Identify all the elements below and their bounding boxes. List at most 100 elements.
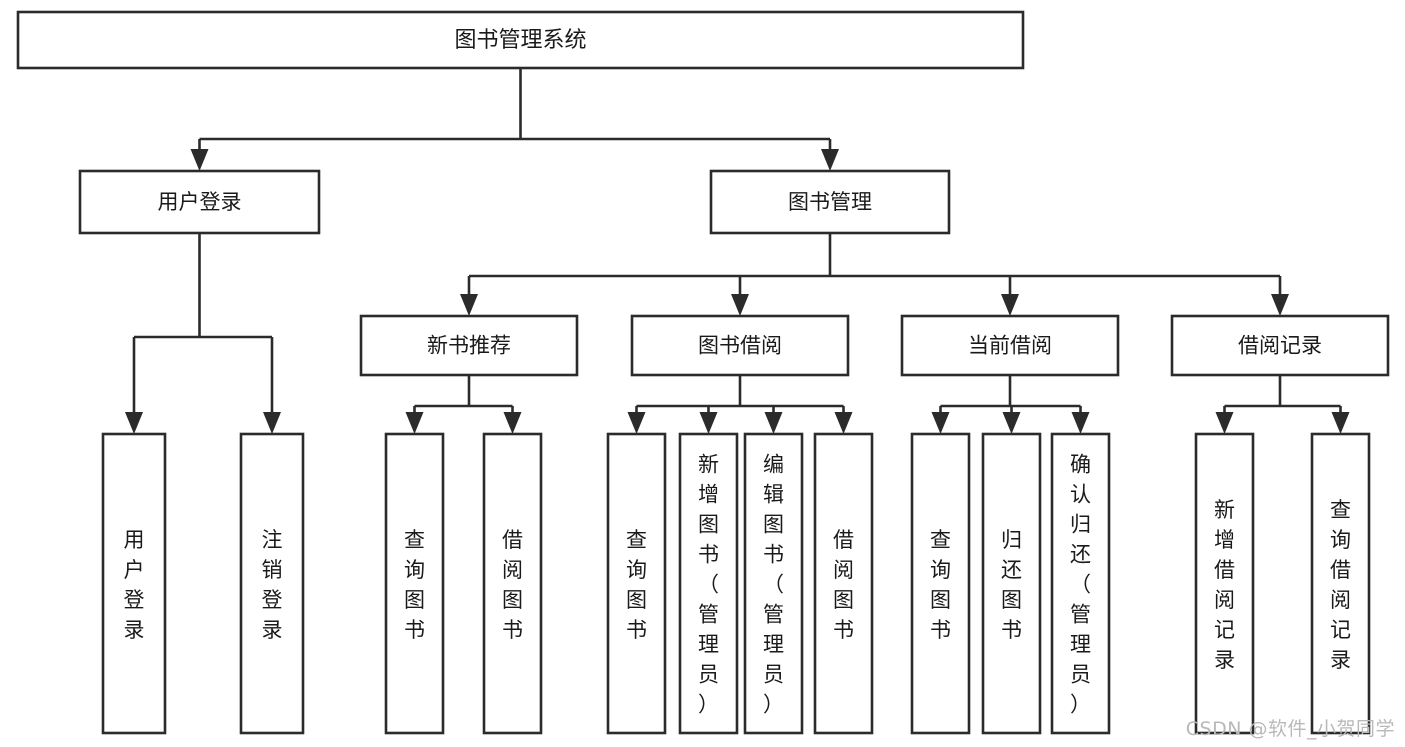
node-label-char: （ [698, 572, 719, 596]
node-label-char: 书 [502, 618, 523, 642]
node-box [910, 432, 971, 735]
node-label-char: 书 [626, 618, 647, 642]
node-box [101, 432, 167, 735]
node-box [1194, 432, 1255, 735]
node-box [239, 432, 305, 735]
node-label-char: 记 [1214, 618, 1235, 642]
node-label: 图书管理 [788, 190, 872, 214]
node-box [678, 432, 739, 735]
node-box [1310, 432, 1371, 735]
edge-arrowhead [1001, 294, 1019, 316]
node-box [1170, 314, 1390, 377]
node-box [1050, 432, 1111, 735]
node-user-login[interactable]: 用户登录 [78, 169, 321, 235]
edge-arrowhead [764, 412, 783, 434]
node-label-char: 图 [763, 512, 784, 536]
node-label-char: 员 [1070, 662, 1091, 686]
node-root[interactable]: 图书管理系统 [16, 10, 1025, 70]
node-label-char: ） [698, 692, 719, 716]
node-label-char: 阅 [1330, 588, 1351, 612]
node-label-char: 认 [1070, 482, 1091, 506]
node-label-char: 理 [763, 632, 784, 656]
node-borrow-record[interactable]: 借阅记录 [1170, 314, 1390, 377]
node-label-char: 记 [1330, 618, 1351, 642]
node-label-char: 询 [930, 558, 951, 582]
node-label-char: 书 [404, 618, 425, 642]
edge-arrowhead [405, 412, 424, 434]
node-label-char: 图 [626, 588, 647, 612]
node-label-char: 询 [626, 558, 647, 582]
node-label-char: 图 [698, 512, 719, 536]
node-label-char: 辑 [763, 482, 784, 506]
node-label-char: 理 [698, 632, 719, 656]
node-box [482, 432, 543, 735]
node-label-char: 图 [833, 588, 854, 612]
node-label-char: 阅 [833, 558, 854, 582]
node-label-char: 借 [1214, 558, 1235, 582]
node-label-char: 归 [1001, 528, 1022, 552]
node-label-char: 户 [124, 558, 145, 582]
edge-group-borrow-record [1215, 375, 1350, 434]
edge-group-new-book-recommend [405, 375, 522, 434]
node-box [359, 314, 579, 377]
edge-arrowhead [1071, 412, 1090, 434]
node-label-char: 书 [763, 542, 784, 566]
edge-arrowhead [125, 412, 143, 434]
node-box [384, 432, 445, 735]
edge-arrowhead [1271, 294, 1289, 316]
node-label-char: 增 [698, 482, 719, 506]
node-new-book-recommend[interactable]: 新书推荐 [359, 314, 579, 377]
node-box [16, 10, 1025, 70]
edge-arrowhead [1002, 412, 1021, 434]
node-label-char: 增 [1214, 528, 1235, 552]
node-label-char: 管 [698, 602, 719, 626]
node-label-char: 用 [124, 528, 145, 552]
edge-arrowhead [699, 412, 718, 434]
node-box [900, 314, 1120, 377]
node-box [981, 432, 1042, 735]
edge-arrowhead [263, 412, 281, 434]
node-label-char: 查 [1330, 498, 1351, 522]
node-label: 图书借阅 [698, 334, 782, 358]
node-current-borrow[interactable]: 当前借阅 [900, 314, 1120, 377]
node-label-char: 录 [1330, 648, 1351, 672]
node-label-char: 询 [1330, 528, 1351, 552]
node-label-char: 借 [1330, 558, 1351, 582]
node-box [78, 169, 321, 235]
node-book-borrow[interactable]: 图书借阅 [630, 314, 850, 377]
node-leaf-user-login[interactable]: 用户登录 [101, 432, 167, 735]
edges-layer [125, 68, 1350, 434]
node-label-char: 录 [262, 618, 283, 642]
node-label-char: 图 [404, 588, 425, 612]
node-label-char: 管 [1070, 602, 1091, 626]
node-label: 借阅记录 [1238, 334, 1322, 358]
node-label-char: 登 [262, 588, 283, 612]
node-label-char: 书 [930, 618, 951, 642]
node-book-manage[interactable]: 图书管理 [709, 169, 951, 235]
edge-arrowhead [821, 149, 839, 171]
edge-arrowhead [731, 294, 749, 316]
node-label-char: （ [763, 572, 784, 596]
edge-group-book-borrow [627, 375, 853, 434]
node-label: 图书管理系统 [454, 28, 586, 53]
node-label-char: 还 [1070, 542, 1091, 566]
edge-group-current-borrow [931, 375, 1090, 434]
node-label-char: 销 [262, 558, 283, 582]
edge-arrowhead [190, 149, 209, 171]
edge-arrowhead [460, 294, 478, 316]
node-label-char: 书 [698, 542, 719, 566]
csdn-watermark: CSDN @软件_小贺同学 [1185, 718, 1395, 740]
